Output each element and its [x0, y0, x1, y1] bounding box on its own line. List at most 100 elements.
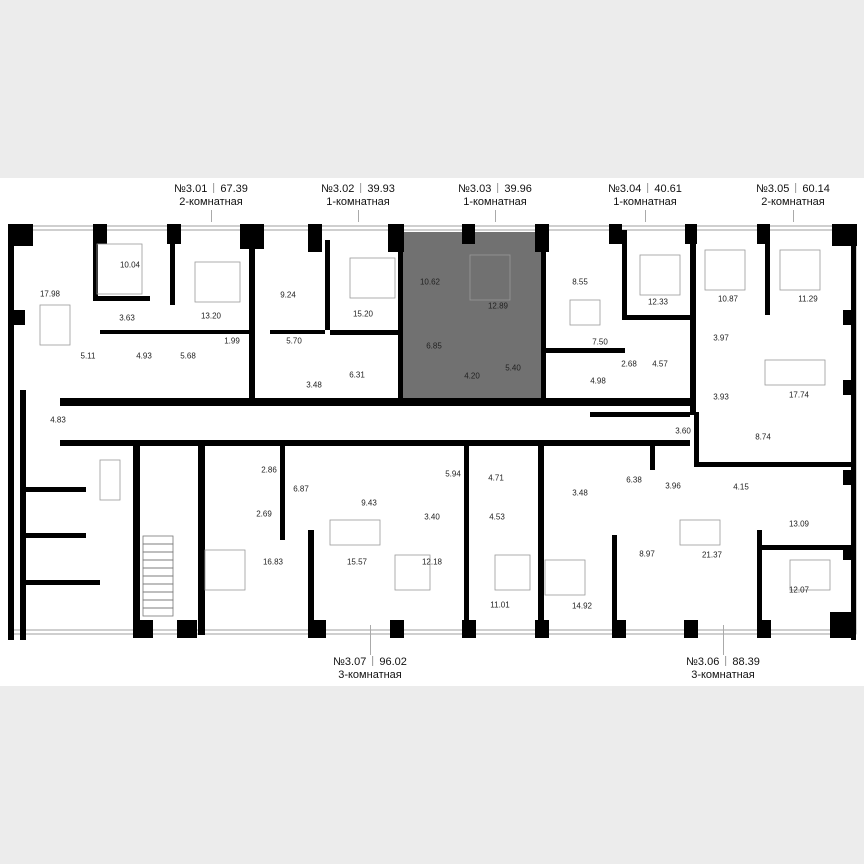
wall: [590, 412, 690, 417]
stair-step: [142, 575, 174, 585]
leader-line: [495, 210, 496, 222]
room-area-label: 13.20: [200, 311, 222, 321]
column: [177, 620, 197, 638]
furniture-outline: [764, 359, 826, 386]
highlighted-apartment-3-03: [402, 232, 544, 400]
wall: [538, 446, 544, 636]
room-area-label: 14.92: [571, 601, 593, 611]
separator: [497, 183, 499, 193]
apartment-type: 3-комнатная: [691, 669, 755, 681]
wall: [851, 230, 856, 640]
column: [612, 620, 626, 638]
separator: [647, 183, 649, 193]
room-area-label: 5.68: [180, 351, 196, 361]
wall: [612, 535, 617, 620]
room-area-label: 4.98: [590, 376, 606, 386]
room-area-label: 4.53: [489, 512, 505, 522]
wall: [694, 412, 699, 467]
room-area-label: 3.48: [572, 488, 588, 498]
wall: [270, 330, 325, 334]
room-area-label: 2.68: [621, 359, 637, 369]
stair-step: [142, 583, 174, 593]
room-area-label: 3.60: [675, 426, 691, 436]
furniture-outline: [569, 299, 601, 326]
apartment-type: 1-комнатная: [463, 196, 527, 208]
column: [535, 620, 549, 638]
wall: [308, 530, 314, 635]
furniture-outline: [99, 459, 121, 501]
column: [8, 310, 25, 325]
room-area-label: 12.07: [788, 585, 810, 595]
wall: [20, 390, 26, 640]
column: [609, 224, 622, 244]
apartment-type: 2-комнатная: [179, 196, 243, 208]
separator: [372, 656, 374, 666]
stair-step: [142, 599, 174, 609]
wall: [622, 315, 690, 320]
wall: [133, 440, 140, 635]
room-area-label: 15.57: [346, 557, 368, 567]
room-area-label: 9.43: [361, 498, 377, 508]
wall: [170, 240, 175, 305]
room-area-label: 3.93: [713, 392, 729, 402]
room-area-label: 8.97: [639, 549, 655, 559]
apartment-number: №3.07: [333, 656, 367, 668]
furniture-outline: [544, 559, 586, 596]
furniture-outline: [704, 249, 746, 291]
room-area-label: 4.83: [50, 415, 66, 425]
room-area-label: 1.99: [224, 336, 240, 346]
room-area-label: 6.85: [426, 341, 442, 351]
wall: [620, 440, 690, 446]
furniture-outline: [469, 254, 511, 301]
apartment-area: 39.93: [367, 183, 395, 195]
stair-step: [142, 543, 174, 553]
leader-line: [358, 210, 359, 222]
column: [757, 620, 771, 638]
separator: [725, 656, 727, 666]
room-area-label: 6.38: [626, 475, 642, 485]
wall: [325, 240, 330, 330]
wall: [330, 330, 400, 335]
room-area-label: 7.50: [592, 337, 608, 347]
column: [133, 620, 153, 638]
apartment-type: 1-комнатная: [326, 196, 390, 208]
wall: [694, 462, 856, 467]
room-area-label: 4.71: [488, 473, 504, 483]
wall: [765, 240, 770, 315]
window-line-top: [9, 225, 857, 231]
furniture-outline: [779, 249, 821, 291]
furniture-outline: [789, 559, 831, 591]
wall: [93, 296, 150, 301]
wall: [757, 545, 856, 550]
room-area-label: 4.20: [464, 371, 480, 381]
apartment-area: 96.02: [379, 656, 407, 668]
column: [462, 224, 475, 244]
room-area-label: 12.33: [647, 297, 669, 307]
leader-line: [793, 210, 794, 222]
wall: [541, 230, 546, 402]
apartment-number: №3.01: [174, 183, 208, 195]
wall: [20, 533, 86, 538]
room-area-label: 11.01: [490, 600, 510, 610]
room-area-label: 6.31: [349, 370, 365, 380]
furniture-outline: [349, 257, 396, 299]
wall: [280, 440, 285, 540]
apartment-number: №3.03: [458, 183, 492, 195]
separator: [360, 183, 362, 193]
room-area-label: 8.55: [572, 277, 588, 287]
room-area-label: 11.29: [798, 294, 818, 304]
room-area-label: 2.86: [261, 465, 277, 475]
room-area-label: 3.96: [665, 481, 681, 491]
apartment-type: 3-комнатная: [338, 669, 402, 681]
column: [685, 224, 697, 244]
column: [8, 224, 33, 246]
column: [167, 224, 181, 244]
wall: [20, 580, 100, 585]
